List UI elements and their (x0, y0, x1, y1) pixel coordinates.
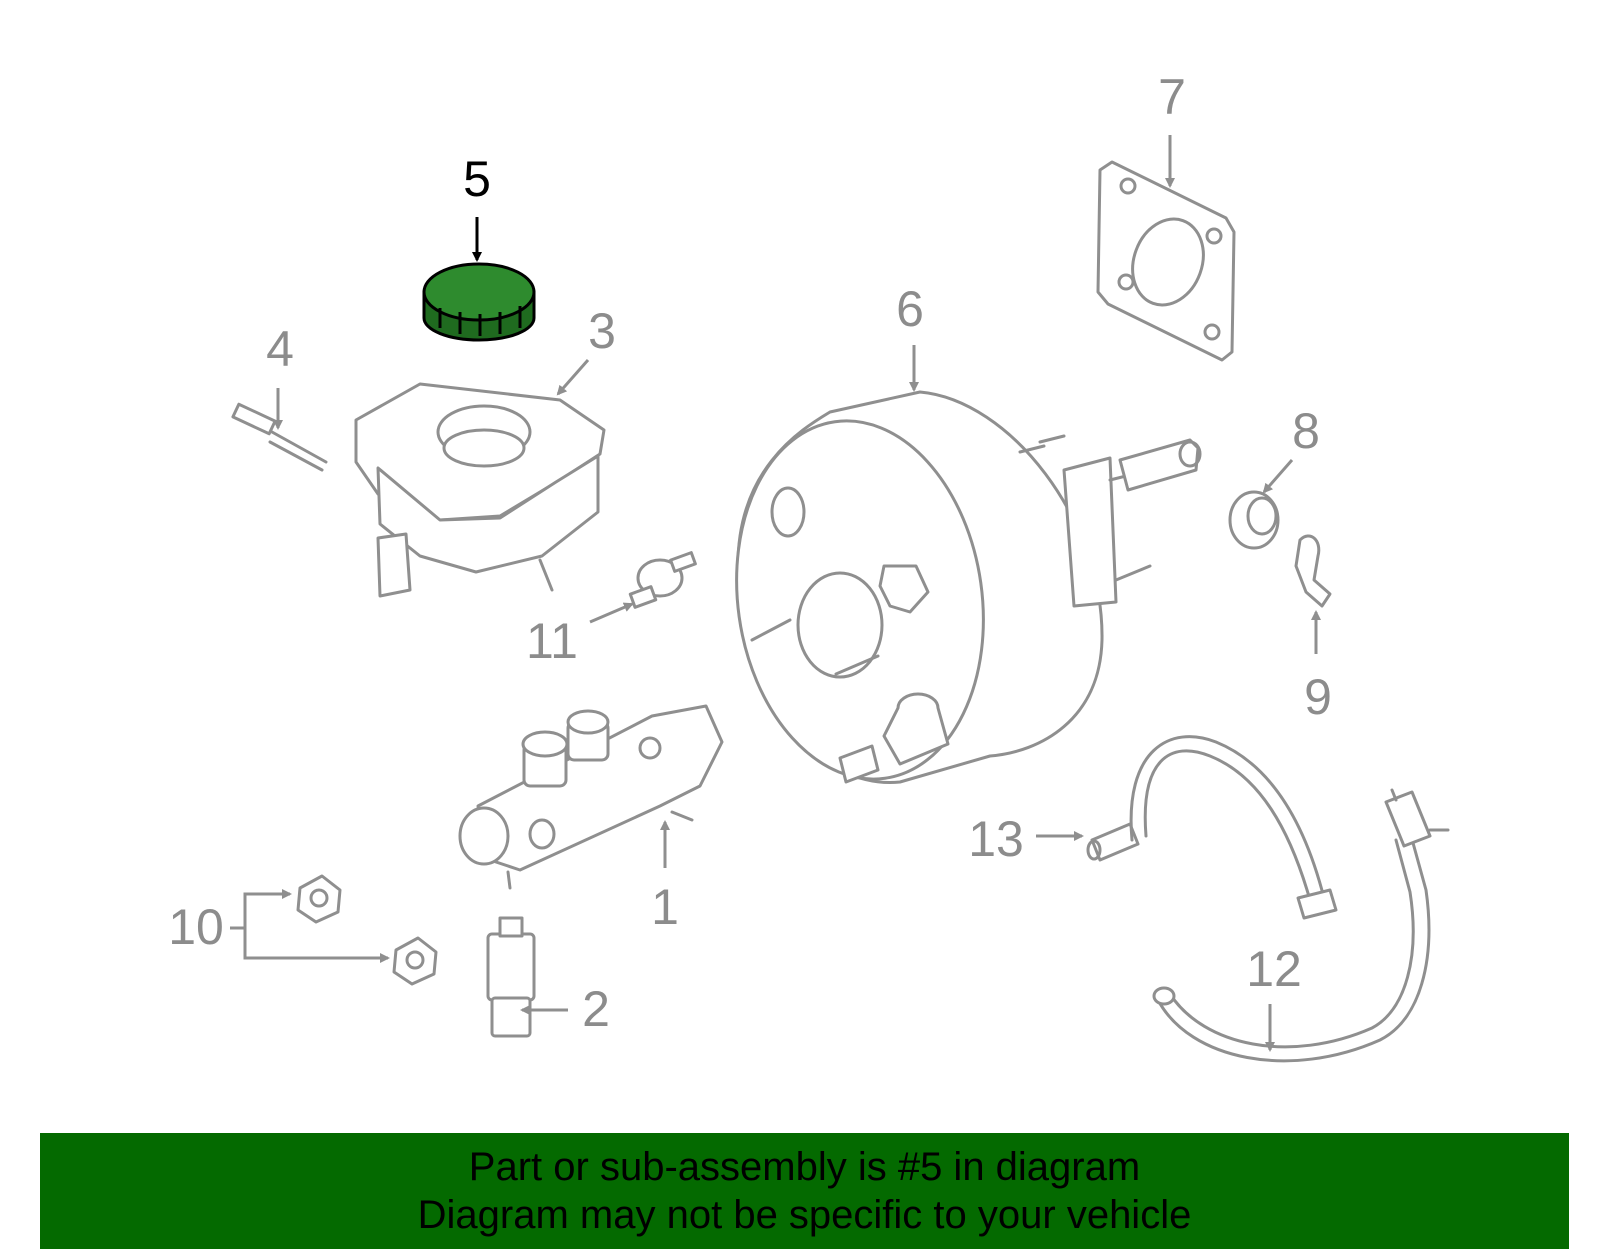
part-3-reservoir (354, 382, 606, 598)
part-9-clip (1294, 534, 1332, 608)
callout-labels: 5 7 6 3 4 8 9 11 1 2 13 10 12 (168, 69, 1332, 1037)
info-banner: Part or sub-assembly is #5 in diagram Di… (40, 1133, 1569, 1249)
callout-6: 6 (896, 281, 924, 337)
part-11-check-valve (628, 551, 697, 609)
part-8-grommet (1228, 490, 1280, 550)
callout-13: 13 (968, 811, 1024, 867)
callout-arrows (230, 135, 1321, 1052)
callout-2: 2 (582, 981, 610, 1037)
part-2-pressure-switch (486, 916, 536, 1038)
part-13-fitting (1086, 822, 1140, 862)
banner-line-part: Part or sub-assembly is #5 in diagram (468, 1145, 1141, 1189)
callout-4: 4 (266, 321, 294, 377)
callout-11: 11 (526, 613, 578, 669)
callout-7: 7 (1158, 69, 1186, 125)
callout-9: 9 (1304, 669, 1332, 725)
part-10-nuts (296, 874, 438, 986)
callout-1: 1 (651, 879, 679, 935)
part-5-reservoir-cap (422, 262, 536, 342)
callout-8: 8 (1292, 403, 1320, 459)
banner-line-disclaimer: Diagram may not be specific to your vehi… (417, 1193, 1192, 1237)
callout-12: 12 (1246, 941, 1302, 997)
callout-3: 3 (588, 303, 616, 359)
part-1-master-cylinder (458, 704, 724, 890)
part-6-brake-booster (735, 390, 1202, 784)
part-12-vacuum-hose (1129, 735, 1450, 1063)
part-7-gasket (1096, 160, 1236, 362)
part-4-level-sensor (231, 402, 328, 472)
callout-5: 5 (463, 151, 491, 207)
callout-10: 10 (168, 899, 224, 955)
